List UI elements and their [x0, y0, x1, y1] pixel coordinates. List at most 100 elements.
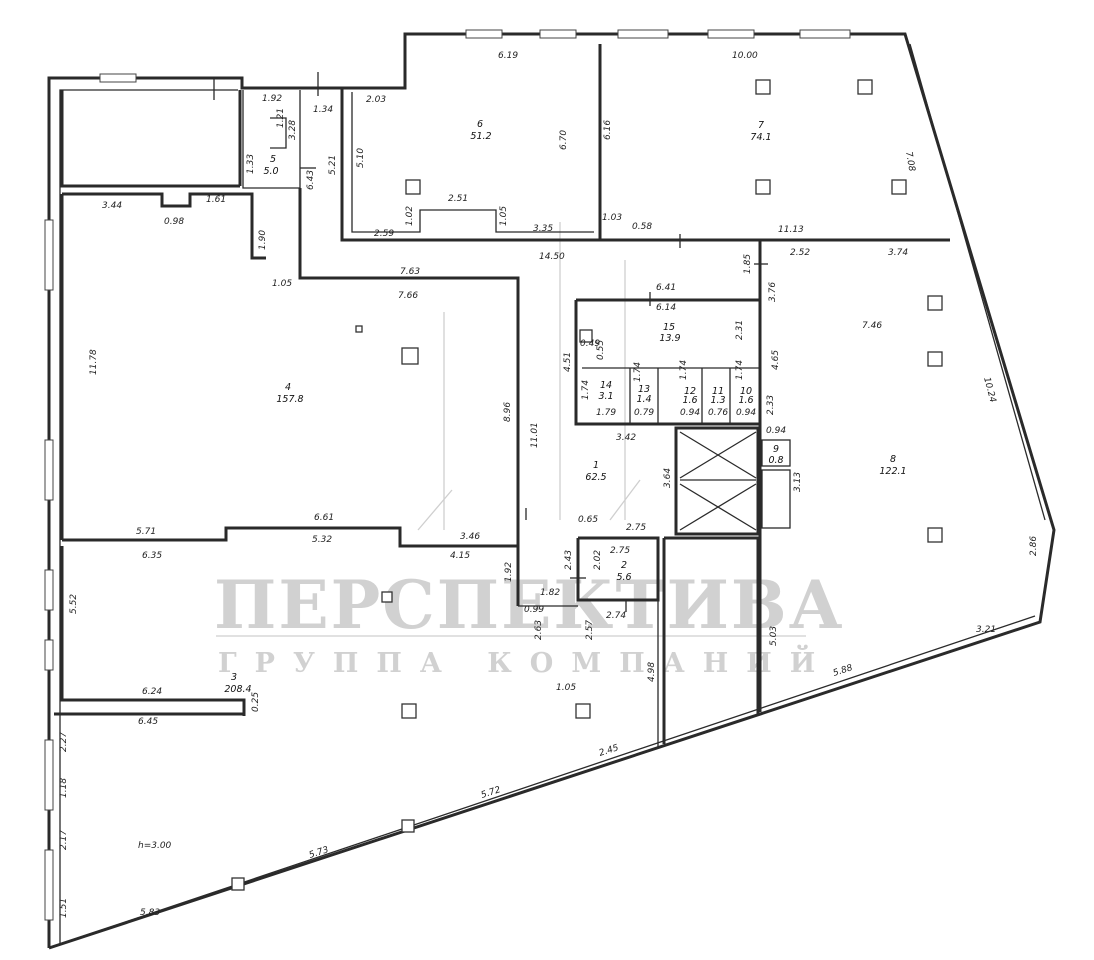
dimension-label: 11.13 — [778, 225, 804, 235]
dimension-label: 4.65 — [771, 350, 781, 370]
dimension-label: 10.00 — [732, 51, 758, 61]
room-13-number: 13 — [638, 384, 650, 395]
dimension-label: 2.74 — [606, 611, 626, 621]
dimension-label: 0.99 — [524, 605, 544, 615]
room-2-number: 2 — [621, 560, 627, 571]
dimension-label: 6.70 — [559, 130, 569, 150]
dimension-label: 1.74 — [633, 362, 643, 382]
dimension-label: 5.83 — [140, 908, 160, 918]
interior-walls — [54, 44, 950, 748]
room-8-number: 8 — [890, 454, 896, 465]
dimension-label: 0.94 — [766, 426, 786, 436]
dimension-label: 1.82 — [540, 588, 560, 598]
dimension-label: 3.28 — [288, 120, 298, 140]
outer-walls — [47, 32, 1056, 950]
dimension-label: 0.58 — [632, 222, 652, 232]
room-9-number: 9 — [773, 444, 779, 455]
dimension-label: 14.50 — [539, 252, 565, 262]
dimension-label: 6.61 — [314, 513, 334, 523]
dimension-label: 1.92 — [262, 94, 282, 104]
dimension-label: 3.35 — [533, 224, 553, 234]
dimension-label: 3.74 — [888, 248, 908, 258]
room-10-area: 1.6 — [738, 395, 753, 406]
room-1-number: 1 — [593, 460, 599, 471]
dimension-label: 6.16 — [603, 120, 613, 140]
dimension-label: 3.76 — [768, 282, 778, 302]
dimension-label: 1.02 — [405, 206, 415, 226]
room-4-area: 157.8 — [276, 394, 303, 405]
dimension-label: 6.41 — [656, 283, 676, 293]
dimension-label: 6.45 — [138, 717, 158, 727]
dimension-label: 7.63 — [400, 267, 420, 277]
dimension-label: 2.43 — [564, 550, 574, 570]
dimension-label: 1.21 — [276, 108, 286, 128]
watermark-subtitle: ГРУППА КОМПАНИЙ — [218, 644, 833, 679]
room-7-area: 74.1 — [750, 132, 771, 143]
dimension-label: 0.25 — [251, 692, 261, 712]
room-9-area: 0.8 — [768, 455, 783, 466]
dimension-label: 2.51 — [448, 194, 468, 204]
dimension-label: 1.74 — [679, 360, 689, 380]
room-7-number: 7 — [758, 120, 764, 131]
dimension-label: 2.27 — [59, 732, 69, 752]
dimension-label: 1.74 — [581, 380, 591, 400]
watermark: ПЕРСПЕКТИВА ГРУППА КОМПАНИЙ — [214, 222, 842, 679]
room-10-number: 10 — [740, 386, 752, 397]
dimension-label: 1.03 — [602, 213, 622, 223]
dimension-label: 5.88 — [832, 663, 854, 679]
dimension-label: 5.10 — [356, 148, 366, 168]
room-12-number: 12 — [684, 386, 696, 397]
dimension-label: 2.33 — [766, 395, 776, 415]
dimension-label: 2.86 — [1029, 536, 1039, 556]
room-11-area: 1.3 — [710, 395, 725, 406]
dimension-label: 1.18 — [59, 778, 69, 798]
dimension-label: 1.05 — [499, 206, 509, 226]
room-6-number: 6 — [477, 119, 483, 130]
dimension-label: 2.31 — [735, 320, 745, 340]
dimension-label: 3.64 — [663, 468, 673, 488]
dimension-labels: 6.19 10.00 2.03 1.92 1.34 1.21 3.28 5.10… — [59, 51, 1039, 918]
columns — [231, 79, 943, 891]
dimension-label: 6.35 — [142, 551, 162, 561]
dimension-label: 6.43 — [306, 170, 316, 190]
dimension-label: 2.52 — [790, 248, 810, 258]
ceiling-height: h=3.00 — [138, 841, 172, 851]
dimension-label: 2.17 — [59, 830, 69, 850]
dimension-label: 6.24 — [142, 687, 162, 697]
dimension-label: 6.14 — [656, 303, 676, 313]
dimension-label: 1.61 — [206, 195, 226, 205]
windows — [44, 29, 851, 921]
room-14-area: 3.1 — [598, 391, 613, 402]
dimension-label: 1.05 — [272, 279, 292, 289]
room-8-area: 122.1 — [879, 466, 906, 477]
dimension-label: 1.79 — [596, 408, 616, 418]
dimension-label: 1.74 — [735, 360, 745, 380]
dimension-label: 2.63 — [534, 620, 544, 640]
tick-marks — [213, 72, 768, 612]
dimension-label: 0.94 — [736, 408, 756, 418]
dimension-label: 1.05 — [556, 683, 576, 693]
dimension-label: 1.51 — [59, 898, 69, 918]
room-3-area: 208.4 — [224, 684, 251, 695]
dimension-label: 5.71 — [136, 527, 156, 537]
dimension-label: 3.42 — [616, 433, 636, 443]
room-14-number: 14 — [600, 380, 612, 391]
dimension-label: 11.01 — [530, 422, 540, 448]
dimension-label: 4.51 — [563, 352, 573, 372]
room-2-area: 5.6 — [616, 572, 631, 583]
dimension-label: 4.15 — [450, 551, 470, 561]
dimension-label: 5.03 — [769, 626, 779, 646]
dimension-label: 1.85 — [743, 254, 753, 274]
dimension-label: 2.57 — [585, 620, 595, 640]
dimension-label: 3.46 — [460, 532, 480, 542]
dimension-label: 1.90 — [258, 230, 268, 250]
dimension-label: 3.13 — [793, 472, 803, 492]
room-1-area: 62.5 — [585, 472, 606, 483]
room-11-number: 11 — [712, 386, 724, 397]
dimension-label: 7.08 — [903, 151, 916, 173]
room-labels: 1 62.5 2 5.6 3 208.4 4 157.8 5 5.0 6 51.… — [224, 119, 906, 695]
dimension-label: 1.34 — [313, 105, 333, 115]
dimension-label: 6.19 — [498, 51, 518, 61]
dimension-label: 8.96 — [503, 402, 513, 422]
